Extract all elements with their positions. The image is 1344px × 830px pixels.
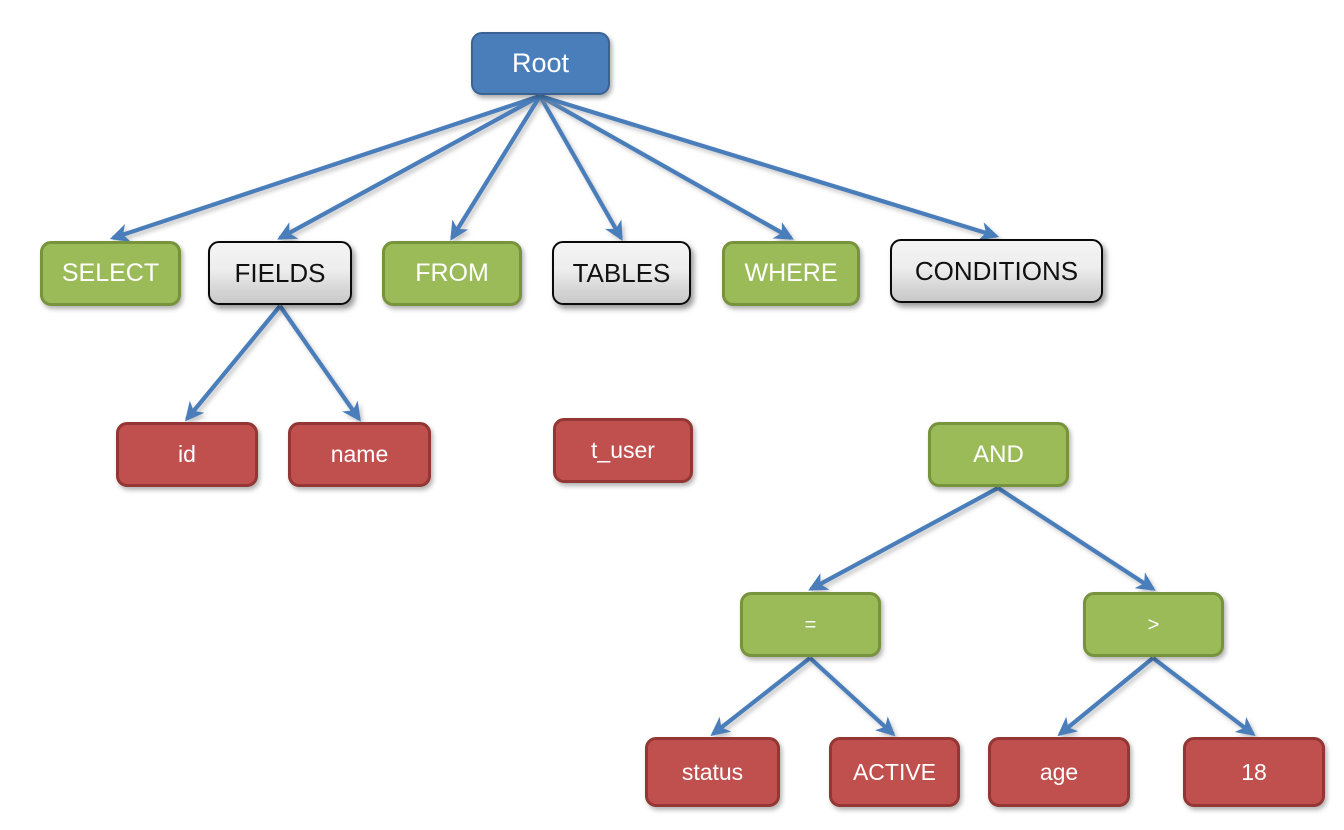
edge-gt-to-age — [1057, 656, 1155, 737]
tree-node-label-active: ACTIVE — [852, 758, 937, 785]
edge-root-to-from — [450, 94, 542, 241]
tree-node-label-from: FROM — [415, 259, 489, 287]
edge-root-to-where — [538, 94, 794, 240]
tree-node-tables[interactable]: TABLES — [552, 241, 691, 305]
edge-and-to-gt — [996, 486, 1156, 591]
tree-node-label-id: id — [178, 441, 196, 467]
tree-node-active[interactable]: ACTIVE — [829, 737, 960, 807]
edge-root-to-select — [109, 94, 541, 242]
tree-node-select[interactable]: SELECT — [40, 241, 181, 306]
tree-node-name[interactable]: name — [288, 422, 431, 487]
tree-node-label-age: age — [1039, 758, 1079, 785]
tree-node-age[interactable]: age — [988, 737, 1130, 807]
tree-node-t_user[interactable]: t_user — [553, 418, 693, 483]
tree-node-from[interactable]: FROM — [382, 241, 522, 306]
tree-node-18[interactable]: 18 — [1183, 737, 1325, 807]
edge-fields-to-name — [278, 304, 361, 422]
edge-root-to-tables — [538, 94, 623, 241]
tree-node-label-t_user: t_user — [591, 437, 655, 463]
tree-node-label-and: AND — [973, 440, 1024, 468]
tree-node-label-gt: > — [1147, 613, 1160, 636]
tree-node-label-select: SELECT — [61, 259, 160, 287]
edge-fields-to-id — [184, 304, 282, 422]
edge-root-to-fields — [277, 94, 542, 240]
tree-node-label-root: Root — [511, 48, 570, 78]
edge-eq-to-active — [808, 656, 896, 737]
edge-eq-to-status — [710, 656, 812, 737]
tree-node-label-conditions: CONDITIONS — [914, 256, 1079, 286]
tree-node-label-eq: = — [804, 613, 817, 636]
tree-node-label-18: 18 — [1241, 758, 1267, 785]
tree-node-label-where: WHERE — [744, 259, 838, 287]
tree-node-gt[interactable]: > — [1083, 592, 1224, 657]
edge-group — [109, 93, 1256, 737]
edge-gt-to-18 — [1151, 656, 1256, 736]
edge-root-to-conditions — [539, 93, 1000, 241]
tree-node-root[interactable]: Root — [471, 32, 610, 95]
tree-node-label-name: name — [330, 441, 389, 467]
tree-node-id[interactable]: id — [116, 422, 258, 487]
tree-node-status[interactable]: status — [645, 737, 780, 807]
tree-node-label-tables: TABLES — [572, 258, 671, 288]
tree-node-where[interactable]: WHERE — [722, 241, 860, 306]
tree-node-fields[interactable]: FIELDS — [208, 241, 352, 305]
tree-node-eq[interactable]: = — [740, 592, 881, 657]
tree-node-label-status: status — [681, 758, 744, 785]
tree-node-conditions[interactable]: CONDITIONS — [890, 239, 1103, 303]
tree-node-and[interactable]: AND — [928, 422, 1069, 487]
edge-and-to-eq — [808, 486, 999, 591]
tree-node-label-fields: FIELDS — [234, 258, 326, 288]
